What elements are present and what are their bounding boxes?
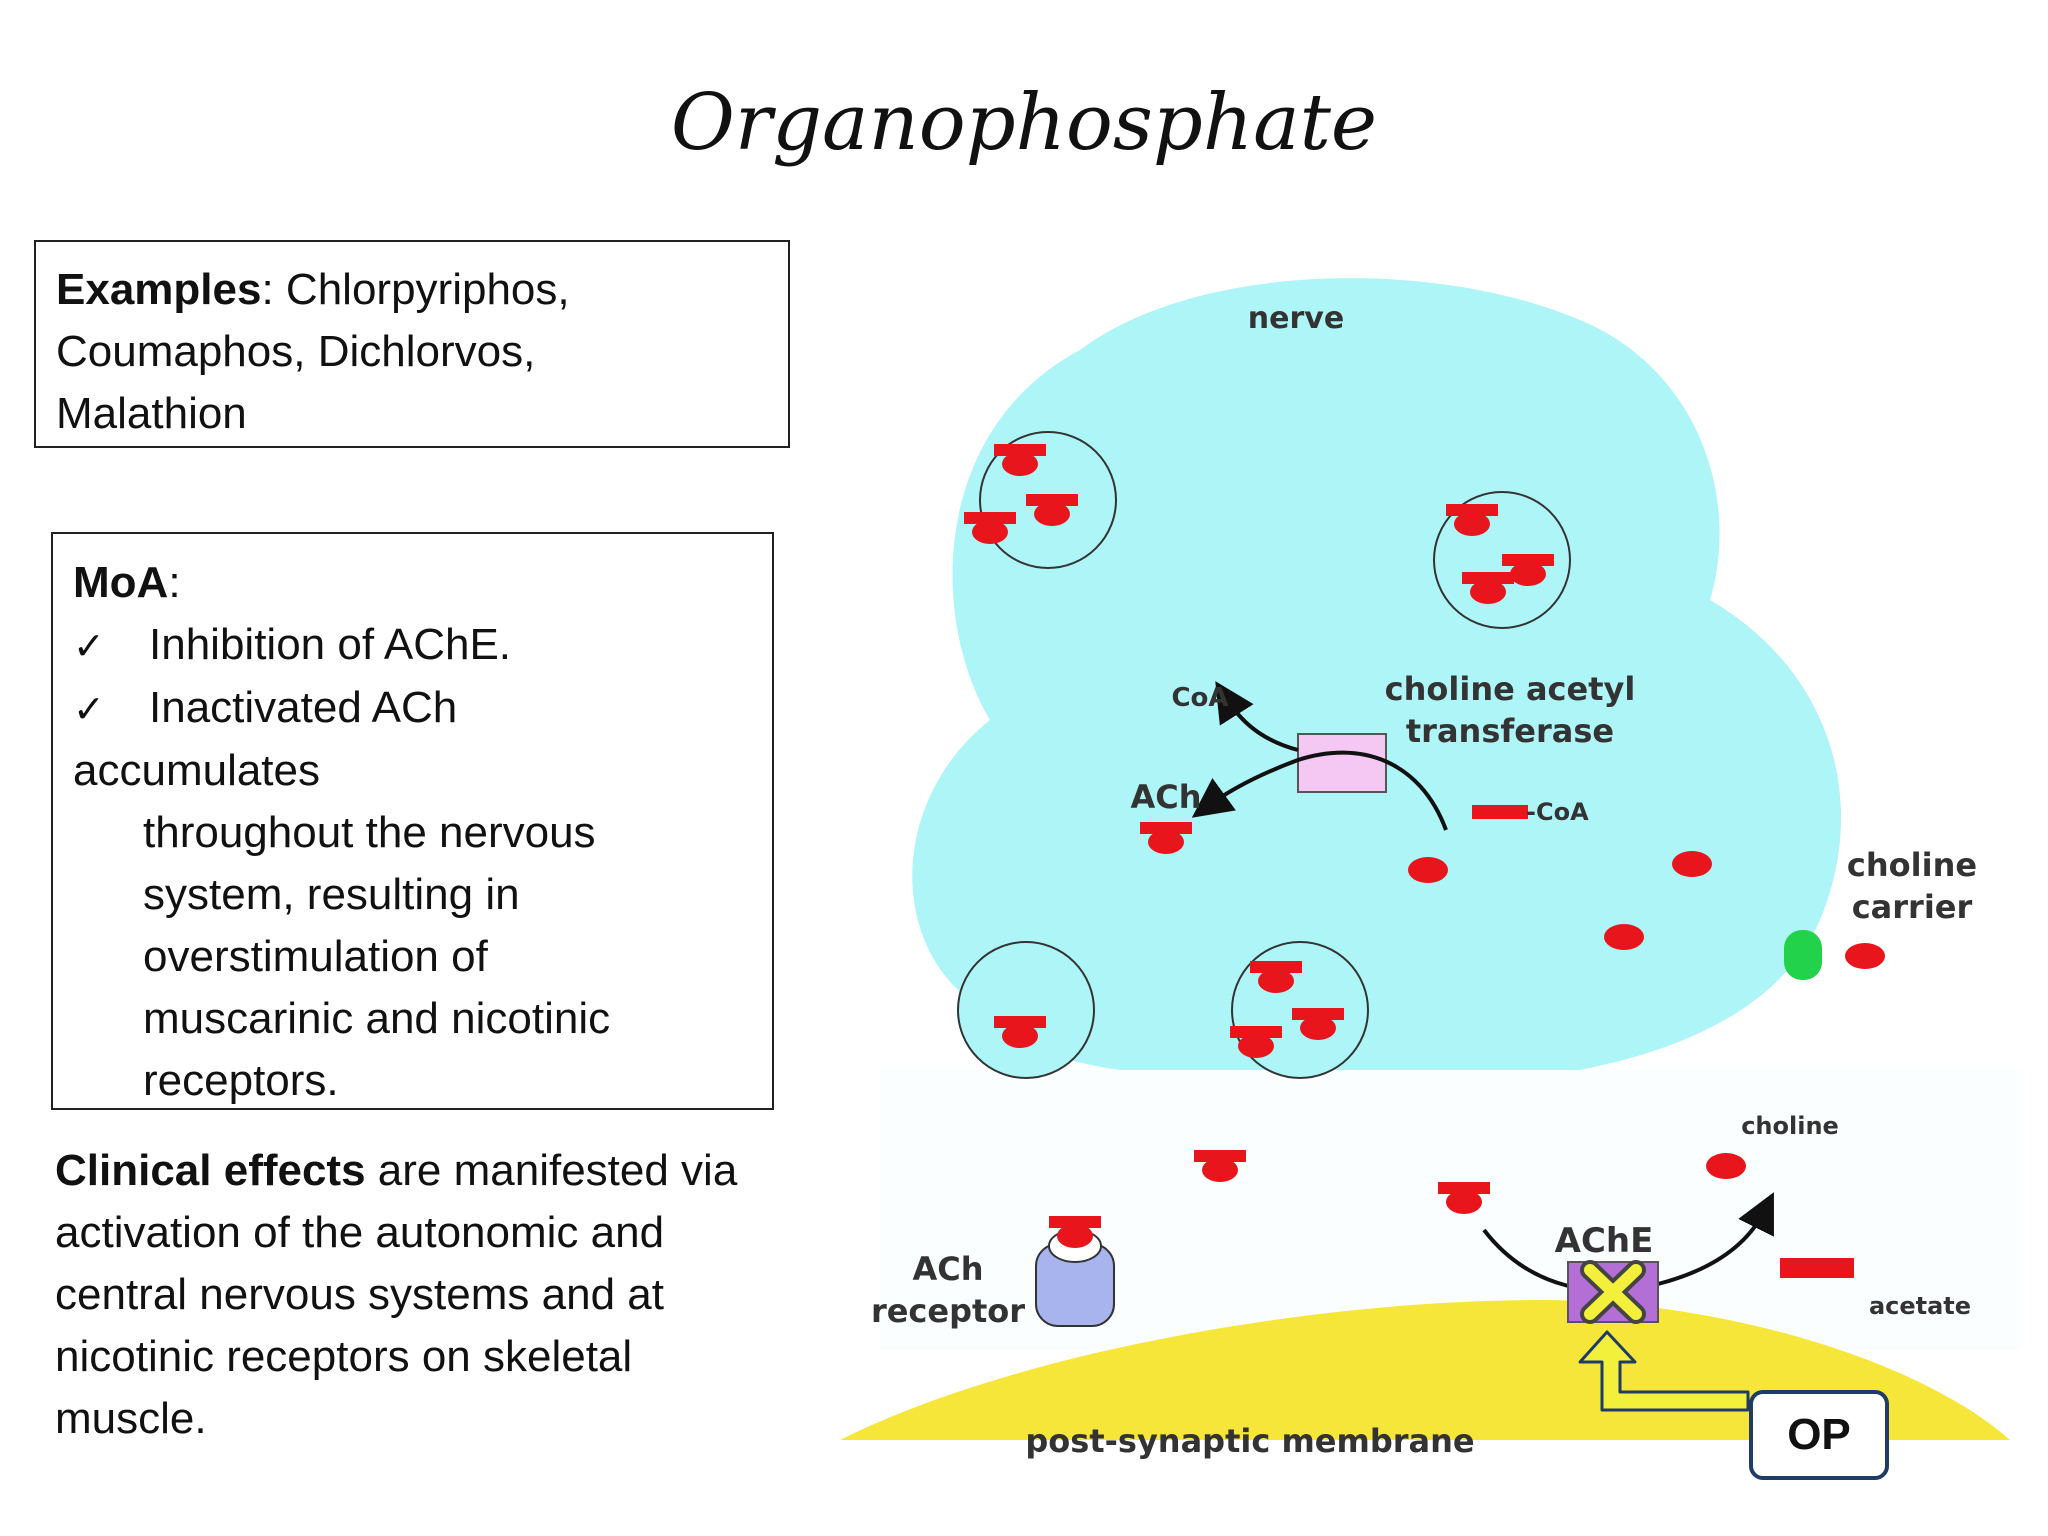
membrane-label: post-synaptic membrane <box>1025 1422 1474 1460</box>
check-icon: ✓ <box>73 624 105 668</box>
acetyl-coa-label: -CoA <box>1526 798 1589 826</box>
examples-line-3: Malathion <box>56 389 247 438</box>
clinical-effects-label: Clinical effects <box>55 1146 366 1195</box>
moa-colon: : <box>168 558 181 607</box>
choline-dot <box>1845 943 1885 969</box>
examples-line-2: Coumaphos, Dichlorvos, <box>56 327 536 376</box>
inhibition-x-icon <box>1580 1260 1646 1324</box>
vesicle-4 <box>1230 941 1369 1079</box>
vesicle-2 <box>1433 491 1571 629</box>
moa-item-2-line-2: accumulates <box>73 746 321 795</box>
enzyme-label-line-1: choline acetyl <box>1385 670 1636 708</box>
examples-label: Examples <box>56 265 262 314</box>
moa-label: MoA <box>73 558 169 607</box>
examples-colon: : <box>261 265 274 314</box>
choline-dot <box>1706 1153 1746 1179</box>
moa-item-1: Inhibition of AChE. <box>149 620 512 669</box>
carrier-label-line-1: choline <box>1847 846 1977 884</box>
clinical-line-3: central nervous systems and at <box>55 1270 664 1319</box>
clinical-line-5: muscle. <box>55 1394 207 1443</box>
enzyme-label-line-2: transferase <box>1406 712 1614 750</box>
receptor-label-line-1: ACh <box>912 1250 983 1288</box>
coa-arrow <box>1215 681 1299 752</box>
moa-item-2-line-1: Inactivated ACh <box>149 683 458 732</box>
vesicle-1 <box>964 431 1117 569</box>
clinical-line-1: are manifested via <box>365 1146 738 1195</box>
nerve-label: nerve <box>1248 301 1344 336</box>
choline-dot <box>1604 924 1644 950</box>
ach-label: ACh <box>1130 778 1201 816</box>
choline-carrier-icon <box>1784 930 1822 980</box>
page-title: Organophosphate <box>670 78 1378 168</box>
moa-box: MoA: ✓ Inhibition of AChE. ✓ Inactivated A… <box>51 532 774 1110</box>
choline-dot <box>1408 857 1448 883</box>
examples-line-1: Chlorpyriphos, <box>273 265 570 314</box>
acetate-label: acetate <box>1869 1292 1971 1320</box>
synthesis-arrow <box>1191 750 1448 831</box>
receptor-label-line-2: receptor <box>871 1292 1025 1330</box>
clinical-effects-text: Clinical effects are manifested via acti… <box>55 1140 815 1450</box>
carrier-label-line-2: carrier <box>1852 888 1973 926</box>
check-icon: ✓ <box>73 687 105 731</box>
clinical-line-4: nicotinic receptors on skeletal <box>55 1332 633 1381</box>
acetate-icon <box>1780 1258 1854 1278</box>
moa-item-2-line-6: muscarinic and nicotinic <box>143 994 611 1043</box>
examples-box: Examples: Chlorpyriphos, Coumaphos, Dich… <box>34 240 790 448</box>
acetyl-group-icon <box>1472 805 1528 819</box>
choline-dot <box>1672 851 1712 877</box>
synapse-diagram: nerve choline acetyl transferase CoA ACh… <box>840 278 2020 1460</box>
moa-item-2-line-4: system, resulting in <box>143 870 520 919</box>
choline-label: choline <box>1741 1112 1839 1140</box>
vesicle-3 <box>957 941 1095 1079</box>
ache-label: AChE <box>1555 1221 1654 1261</box>
moa-item-2-line-3: throughout the nervous <box>143 808 596 857</box>
coa-label: CoA <box>1171 683 1228 713</box>
moa-item-2-line-5: overstimulation of <box>143 932 488 981</box>
moa-item-2-line-7: receptors. <box>143 1056 339 1105</box>
choline-acetyl-transferase-icon <box>1297 733 1387 793</box>
nerve-terminal <box>912 278 1842 1070</box>
op-arrow-icon <box>1578 1330 1750 1412</box>
clinical-line-2: activation of the autonomic and <box>55 1208 665 1257</box>
op-box: OP <box>1749 1390 1889 1480</box>
